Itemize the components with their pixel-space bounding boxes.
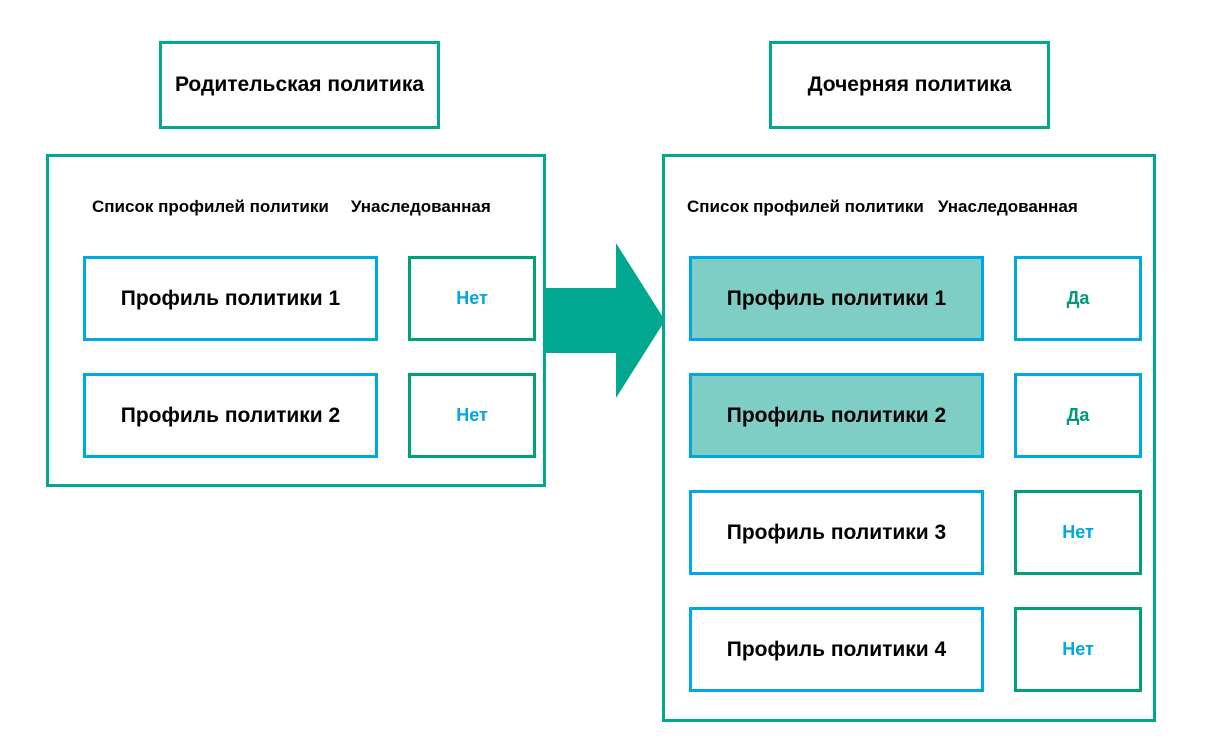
table-row: Профиль политики 4 Нет [689,607,1142,692]
child-column-header-inherited: Унаследованная [937,197,1078,216]
child-profile-box-2[interactable]: Профиль политики 2 [689,373,984,458]
child-policy-title-box: Дочерняя политика [769,41,1050,129]
child-inherited-value-4: Нет [1062,639,1094,659]
child-profile-box-3[interactable]: Профиль политики 3 [689,490,984,575]
parent-policy-panel: Список профилей политики Унаследованная … [46,154,546,487]
child-inherited-box-3[interactable]: Нет [1014,490,1142,575]
child-profile-label-3: Профиль политики 3 [726,520,947,544]
parent-column-headers: Список профилей политики Унаследованная [92,197,491,217]
parent-profile-label-1: Профиль политики 1 [120,286,341,310]
child-column-headers: Список профилей политики Унаследованная [687,197,1078,217]
parent-inherited-box-1[interactable]: Нет [408,256,536,341]
parent-profile-label-2: Профиль политики 2 [120,403,341,427]
parent-policy-title-box: Родительская политика [159,41,440,129]
child-profile-label-1: Профиль политики 1 [726,286,947,310]
parent-policy-title-text: Родительская политика [174,73,425,97]
right-arrow-icon [543,243,665,398]
parent-profile-box-1[interactable]: Профиль политики 1 [83,256,378,341]
child-inherited-box-2[interactable]: Да [1014,373,1142,458]
child-profile-box-1[interactable]: Профиль политики 1 [689,256,984,341]
parent-profile-box-2[interactable]: Профиль политики 2 [83,373,378,458]
child-inherited-box-4[interactable]: Нет [1014,607,1142,692]
child-profile-label-2: Профиль политики 2 [726,403,947,427]
parent-inherited-box-2[interactable]: Нет [408,373,536,458]
table-row: Профиль политики 2 Да [689,373,1142,458]
parent-inherited-value-1: Нет [456,288,488,308]
parent-inherited-value-2: Нет [456,405,488,425]
parent-column-header-profiles: Список профилей политики [92,197,329,216]
table-row: Профиль политики 1 Да [689,256,1142,341]
child-inherited-box-1[interactable]: Да [1014,256,1142,341]
table-row: Профиль политики 3 Нет [689,490,1142,575]
child-profile-box-4[interactable]: Профиль политики 4 [689,607,984,692]
child-policy-title-text: Дочерняя политика [807,73,1012,97]
table-row: Профиль политики 2 Нет [83,373,536,458]
child-inherited-value-1: Да [1066,288,1090,308]
child-policy-panel: Список профилей политики Унаследованная … [662,154,1156,722]
table-row: Профиль политики 1 Нет [83,256,536,341]
child-inherited-value-2: Да [1066,405,1090,425]
child-profile-label-4: Профиль политики 4 [726,637,947,661]
child-inherited-value-3: Нет [1062,522,1094,542]
parent-column-header-inherited: Унаследованная [350,197,491,216]
child-column-header-profiles: Список профилей политики [687,197,924,216]
